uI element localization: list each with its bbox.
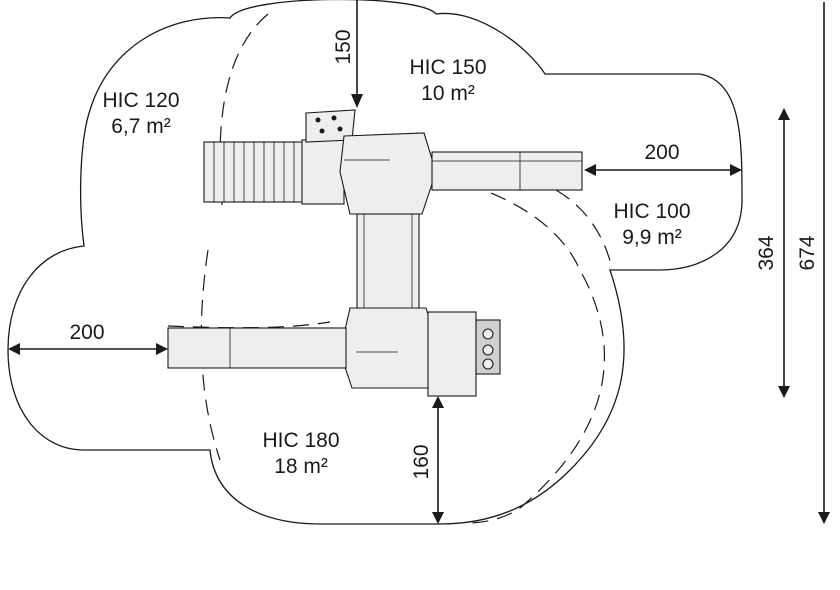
zone-boundary-hic-100 (555, 189, 613, 269)
zone-boundary-hic-150 (219, 13, 269, 206)
dimension-top (351, 0, 363, 108)
zone-hic-120-area: 6,7 m² (111, 115, 171, 138)
dimension-right-label: 200 (644, 141, 679, 164)
ramp-landing (301, 139, 345, 205)
zone-hic-120-code: HIC 120 (102, 89, 179, 112)
dimension-structure-depth (778, 108, 790, 398)
dimension-bottom-label: 160 (410, 444, 433, 479)
lower-tower-roof (339, 307, 439, 389)
dimension-left (8, 343, 168, 355)
lower-platform (427, 311, 477, 397)
connecting-bridge (356, 213, 420, 310)
slide-right (431, 151, 583, 191)
zone-hic-180-area: 18 m² (274, 455, 328, 478)
dimension-top-label: 150 (332, 29, 355, 64)
slide-left (167, 327, 347, 369)
dimension-bottom (432, 396, 444, 524)
dimension-overall-depth-label: 674 (796, 235, 819, 270)
play-structure (167, 109, 583, 397)
zone-hic-100-code: HIC 100 (613, 200, 690, 223)
dimension-overall-depth (818, 2, 830, 524)
dimension-structure-depth-label: 364 (755, 235, 778, 270)
upper-tower-roof (339, 132, 437, 215)
zone-hic-150-area: 10 m² (421, 82, 475, 105)
dimension-left-label: 200 (69, 321, 104, 344)
zone-hic-100-area: 9,9 m² (622, 226, 682, 249)
dimension-right (584, 164, 742, 176)
zone-hic-150-code: HIC 150 (409, 56, 486, 79)
zone-hic-180-code: HIC 180 (262, 429, 339, 452)
